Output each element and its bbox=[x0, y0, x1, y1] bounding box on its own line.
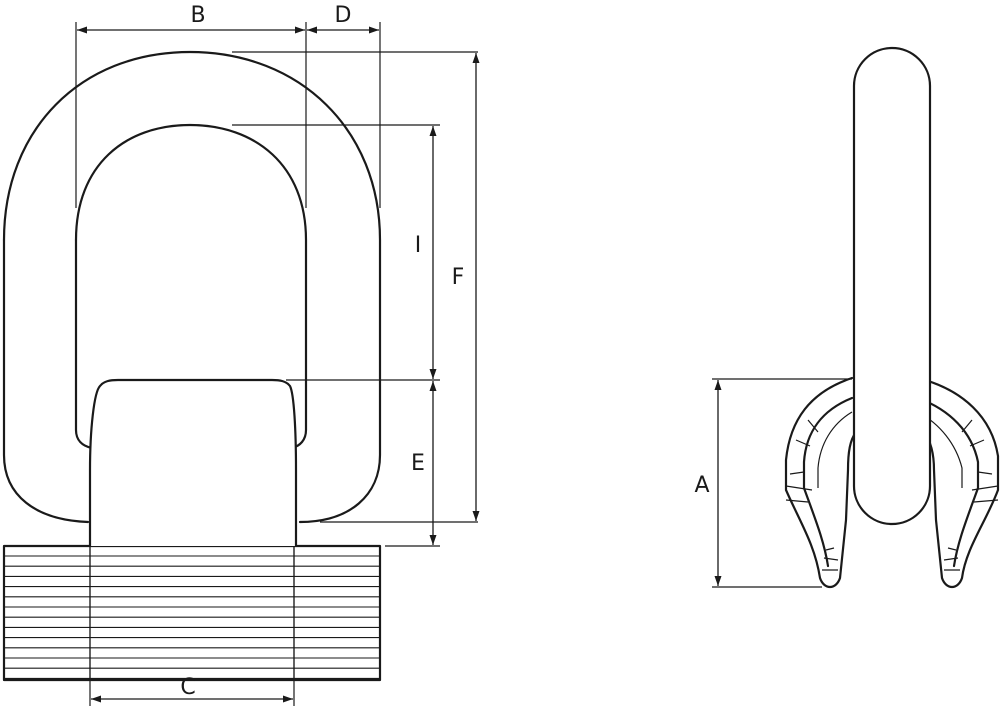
dimension-lines bbox=[77, 26, 480, 703]
lifting-ring bbox=[2, 50, 382, 524]
label-i: I bbox=[415, 233, 422, 258]
label-d: D bbox=[335, 3, 352, 28]
thread-lines bbox=[4, 555, 380, 679]
label-e: E bbox=[411, 451, 425, 476]
label-a: A bbox=[694, 473, 709, 498]
side-view: A bbox=[694, 46, 1000, 589]
swivel-body bbox=[88, 378, 298, 546]
ring-side-bar bbox=[852, 46, 932, 526]
threaded-shank bbox=[2, 544, 382, 682]
front-view: B D I F E C bbox=[2, 3, 480, 706]
label-c: C bbox=[180, 675, 195, 700]
label-b: B bbox=[190, 3, 205, 28]
clamp-jaws bbox=[784, 376, 1000, 589]
dimension-labels: B D I F E C bbox=[180, 3, 464, 700]
extension-lines bbox=[75, 22, 478, 706]
label-f: F bbox=[452, 265, 465, 290]
